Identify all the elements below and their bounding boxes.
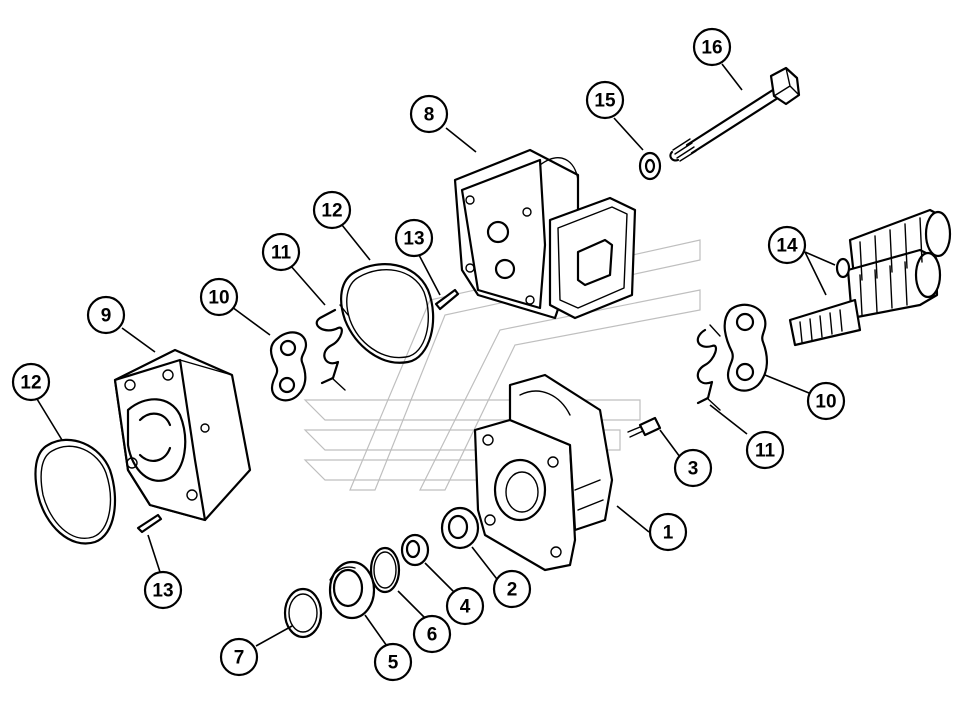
callout-13-lower: 13 bbox=[143, 570, 183, 610]
callout-14: 14 bbox=[767, 225, 807, 265]
callout-8-label: 8 bbox=[424, 105, 435, 126]
callout-3-label: 3 bbox=[688, 459, 699, 480]
part-pump-body bbox=[473, 373, 614, 572]
callout-10-left-label: 10 bbox=[208, 288, 229, 309]
callout-12-upper-label: 12 bbox=[321, 201, 342, 222]
callout-10-right-label: 10 bbox=[815, 392, 836, 413]
callout-13-upper: 13 bbox=[394, 218, 434, 258]
callout-7-label: 7 bbox=[234, 648, 245, 669]
callout-5: 5 bbox=[373, 642, 413, 682]
callout-11-left-label: 11 bbox=[271, 243, 292, 264]
part-backup-gasket-left bbox=[315, 304, 349, 391]
callout-9: 9 bbox=[86, 295, 126, 335]
part-rear-cover bbox=[453, 148, 637, 320]
callout-7: 7 bbox=[219, 637, 259, 677]
callout-12-upper: 12 bbox=[312, 190, 352, 230]
callout-12-left-label: 12 bbox=[20, 373, 41, 394]
callout-4: 4 bbox=[445, 586, 485, 626]
part-drive-gears-shaft bbox=[788, 208, 952, 347]
callout-15: 15 bbox=[585, 80, 625, 120]
callout-3: 3 bbox=[673, 448, 713, 488]
part-wear-plate-left bbox=[269, 331, 308, 402]
part-seal-ring-upper bbox=[340, 263, 435, 364]
part-fitting bbox=[627, 416, 662, 438]
callout-10-right: 10 bbox=[806, 381, 846, 421]
callout-6: 6 bbox=[412, 614, 452, 654]
part-wear-plate-right bbox=[723, 303, 768, 392]
callout-11-right: 11 bbox=[745, 430, 785, 470]
callout-1: 1 bbox=[648, 512, 688, 552]
callout-14-label: 14 bbox=[776, 236, 798, 257]
callout-6-label: 6 bbox=[427, 625, 438, 646]
callout-8: 8 bbox=[409, 94, 449, 134]
callout-4-label: 4 bbox=[460, 597, 471, 618]
callout-16: 16 bbox=[692, 27, 732, 67]
callout-5-label: 5 bbox=[388, 653, 399, 674]
callout-2-label: 2 bbox=[507, 580, 518, 601]
callout-13-upper-label: 13 bbox=[403, 229, 424, 250]
part-backup-gasket-right bbox=[696, 324, 721, 411]
callout-2: 2 bbox=[492, 569, 532, 609]
leader-lines bbox=[36, 63, 836, 650]
part-dowel-pin-upper bbox=[434, 288, 460, 311]
callout-12-left: 12 bbox=[11, 362, 51, 402]
callout-15-label: 15 bbox=[594, 91, 616, 112]
callout-9-label: 9 bbox=[101, 306, 112, 327]
callout-11-left: 11 bbox=[261, 232, 301, 272]
part-front-housing bbox=[113, 348, 252, 522]
part-shaft-seal bbox=[440, 506, 480, 550]
part-retainer bbox=[328, 560, 376, 620]
part-snap-ring bbox=[283, 587, 323, 639]
part-dowel-pin-lower bbox=[136, 513, 163, 534]
callout-16-label: 16 bbox=[701, 38, 722, 59]
part-seal-ring-left bbox=[34, 438, 117, 545]
callout-10-left: 10 bbox=[199, 277, 239, 317]
part-bolt bbox=[669, 66, 801, 162]
part-bushing bbox=[400, 533, 430, 567]
part-o-ring bbox=[369, 546, 401, 594]
callout-11-right-label: 11 bbox=[755, 441, 776, 462]
part-washer bbox=[638, 151, 662, 181]
callout-13-lower-label: 13 bbox=[152, 581, 173, 602]
callout-1-label: 1 bbox=[663, 523, 674, 544]
